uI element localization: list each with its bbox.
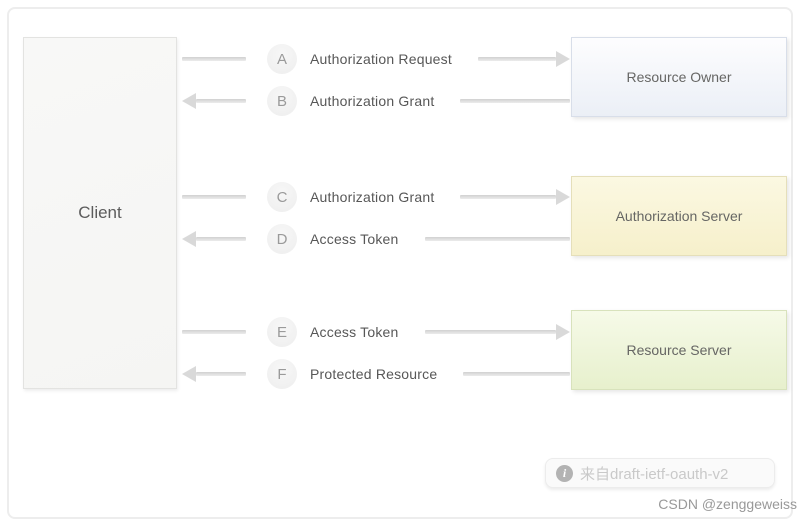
- flow-d-right-line: [424, 237, 570, 241]
- arrow-right-icon: [556, 324, 570, 340]
- flow-a-step-badge: A: [267, 44, 297, 74]
- flow-a-label: Authorization Request: [310, 51, 452, 67]
- flow-f-step-letter: F: [277, 365, 287, 383]
- flow-e-right-arrow: [424, 324, 570, 340]
- flow-d-step-letter: D: [276, 230, 288, 248]
- flow-row-d: D Access Token: [178, 224, 570, 254]
- flow-a-right-arrow: [477, 51, 570, 67]
- authorization-server-box: Authorization Server: [571, 176, 787, 256]
- resource-owner-box: Resource Owner: [571, 37, 787, 117]
- resource-server-box: Resource Server: [571, 310, 787, 390]
- arrow-left-icon: [182, 366, 196, 382]
- arrow-left-icon: [182, 93, 196, 109]
- info-icon: i: [556, 464, 573, 482]
- flow-a-left-line: [182, 57, 246, 61]
- flow-e-left-line: [182, 330, 246, 334]
- client-label: Client: [78, 203, 122, 222]
- flow-b-right-line: [460, 99, 570, 103]
- flow-row-e: E Access Token: [178, 317, 570, 347]
- authorization-server-label: Authorization Server: [615, 208, 743, 224]
- source-badge-text: 来自draft-ietf-oauth-v2: [580, 465, 729, 483]
- flow-c-right-arrow: [460, 189, 570, 205]
- flow-e-label: Access Token: [310, 324, 399, 340]
- flow-d-label: Access Token: [310, 231, 399, 247]
- flow-b-step-badge: B: [267, 86, 297, 116]
- flow-e-step-letter: E: [276, 323, 287, 341]
- flow-row-c: C Authorization Grant: [178, 182, 570, 212]
- flow-b-label: Authorization Grant: [310, 93, 435, 109]
- client-box: Client: [23, 37, 177, 389]
- arrow-right-icon: [556, 189, 570, 205]
- source-badge: i 来自draft-ietf-oauth-v2: [545, 458, 775, 488]
- flow-d-left-arrow: [182, 231, 246, 247]
- arrow-right-icon: [556, 51, 570, 67]
- flow-d-step-badge: D: [267, 224, 297, 254]
- flow-c-step-badge: C: [267, 182, 297, 212]
- flow-e-step-badge: E: [267, 317, 297, 347]
- resource-owner-label: Resource Owner: [626, 69, 732, 85]
- resource-server-label: Resource Server: [626, 342, 732, 358]
- flow-row-f: F Protected Resource: [178, 359, 570, 389]
- flow-f-right-line: [463, 372, 570, 376]
- flow-c-left-line: [182, 195, 246, 199]
- flow-b-left-arrow: [182, 93, 246, 109]
- arrow-left-icon: [182, 231, 196, 247]
- flow-f-step-badge: F: [267, 359, 297, 389]
- flow-row-a: A Authorization Request: [178, 44, 570, 74]
- flow-a-step-letter: A: [276, 50, 287, 68]
- flow-f-left-arrow: [182, 366, 246, 382]
- csdn-watermark: CSDN @zenggeweiss: [658, 496, 797, 512]
- flow-b-step-letter: B: [276, 92, 287, 110]
- flow-c-label: Authorization Grant: [310, 189, 435, 205]
- flow-c-step-letter: C: [276, 188, 288, 206]
- flow-f-label: Protected Resource: [310, 366, 438, 382]
- flow-row-b: B Authorization Grant: [178, 86, 570, 116]
